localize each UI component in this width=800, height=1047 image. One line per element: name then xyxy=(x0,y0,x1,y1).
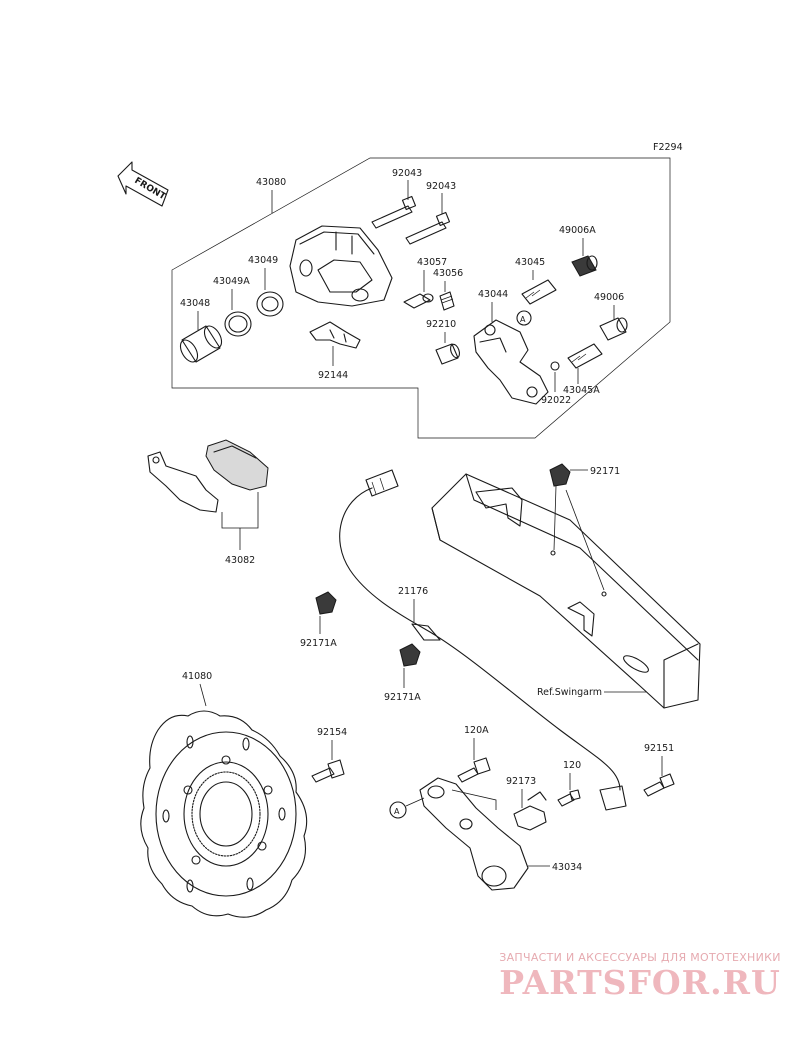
pin-43045[interactable] xyxy=(521,279,557,305)
label-92154[interactable]: 92154 xyxy=(317,727,347,738)
label-92210[interactable]: 92210 xyxy=(426,319,456,330)
label-92022[interactable]: 92022 xyxy=(541,395,571,406)
sensor-cable-21176[interactable] xyxy=(339,469,627,811)
label-92173[interactable]: 92173 xyxy=(506,776,536,787)
label-92171[interactable]: 92171 xyxy=(590,466,620,477)
ref-marker-a-bottom-label: A xyxy=(394,807,400,816)
boot-49006[interactable] xyxy=(599,317,628,341)
bolt-92154[interactable] xyxy=(311,759,345,783)
bolt-92151[interactable] xyxy=(643,773,675,797)
label-120A[interactable]: 120A xyxy=(464,725,489,736)
label-43045A[interactable]: 43045A xyxy=(563,385,600,396)
label-43034[interactable]: 43034 xyxy=(552,862,582,873)
label-43049[interactable]: 43049 xyxy=(248,255,278,266)
seal-43049[interactable] xyxy=(256,291,284,317)
clamp-92171[interactable] xyxy=(549,463,571,487)
label-43080[interactable]: 43080 xyxy=(256,177,286,188)
front-arrow-icon: FRONT xyxy=(117,161,169,207)
ref-marker-a-bottom xyxy=(389,801,407,819)
bleeder-cap-43057[interactable] xyxy=(403,293,434,309)
label-49006A[interactable]: 49006A xyxy=(559,225,596,236)
ref-marker-a-top xyxy=(516,310,532,326)
label-43049A[interactable]: 43049A xyxy=(213,276,250,287)
label-92171A-1[interactable]: 92171A xyxy=(300,638,337,649)
clamp-92171A-2[interactable] xyxy=(399,643,421,667)
piston-43048[interactable] xyxy=(177,323,225,365)
ref-marker-a-top-label: A xyxy=(520,315,526,324)
label-21176[interactable]: 21176 xyxy=(398,586,428,597)
bolt-92043-b[interactable] xyxy=(405,211,451,245)
label-92171A-2[interactable]: 92171A xyxy=(384,692,421,703)
bolt-92043-a[interactable] xyxy=(371,195,417,229)
label-43044[interactable]: 43044 xyxy=(478,289,508,300)
label-92144[interactable]: 92144 xyxy=(318,370,348,381)
clip-92173[interactable] xyxy=(513,791,547,831)
washer-92022[interactable] xyxy=(550,361,560,371)
label-43082[interactable]: 43082 xyxy=(225,555,255,566)
label-49006[interactable]: 49006 xyxy=(594,292,624,303)
bracket-43034[interactable] xyxy=(419,777,529,891)
clamp-92171A-1[interactable] xyxy=(315,591,337,615)
watermark-logo: PARTSFOR.RU xyxy=(499,963,781,1002)
label-120[interactable]: 120 xyxy=(563,760,581,771)
brake-pad-left[interactable] xyxy=(147,451,219,513)
seal-43049A[interactable] xyxy=(224,311,252,337)
ref-swingarm-label: Ref.Swingarm xyxy=(537,687,602,698)
pin-43045A[interactable] xyxy=(567,343,603,369)
brake-pad-right[interactable] xyxy=(205,439,269,491)
clip-92144[interactable] xyxy=(309,321,361,349)
label-43045[interactable]: 43045 xyxy=(515,257,545,268)
bolt-120A[interactable] xyxy=(457,757,491,783)
watermark-tagline: ЗАПЧАСТИ И АКСЕССУАРЫ ДЛЯ МОТОТЕХНИКИ xyxy=(499,951,781,964)
boot-49006A[interactable] xyxy=(571,255,598,277)
label-43048[interactable]: 43048 xyxy=(180,298,210,309)
bracket-43044[interactable] xyxy=(473,319,549,405)
figure-code: F2294 xyxy=(653,142,683,153)
swingarm xyxy=(431,473,701,709)
bolt-120[interactable] xyxy=(557,789,581,807)
label-92043-b[interactable]: 92043 xyxy=(426,181,456,192)
brake-disc-41080[interactable] xyxy=(140,710,308,918)
sleeve-92210[interactable] xyxy=(435,343,461,365)
label-43057[interactable]: 43057 xyxy=(417,257,447,268)
label-92043-a[interactable]: 92043 xyxy=(392,168,422,179)
caliper-assembly-frame xyxy=(171,157,671,439)
label-92151[interactable]: 92151 xyxy=(644,743,674,754)
bleeder-43056[interactable] xyxy=(439,291,455,311)
label-41080[interactable]: 41080 xyxy=(182,671,212,682)
caliper-body[interactable] xyxy=(289,225,393,307)
label-43056[interactable]: 43056 xyxy=(433,268,463,279)
